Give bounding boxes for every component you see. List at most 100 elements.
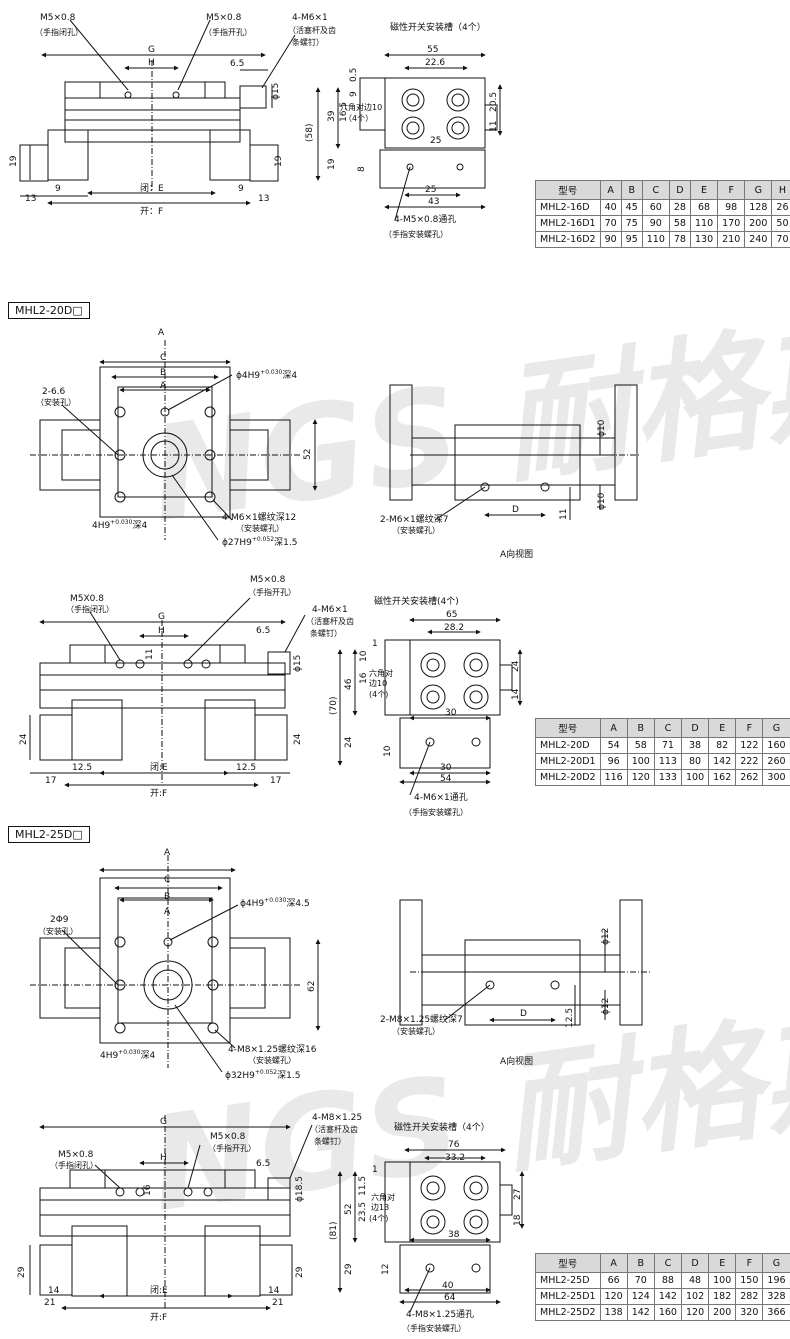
label-hex-count: （4个） [344,114,373,123]
dim-phi18-5: ϕ18.5 [295,1176,305,1202]
dim-29-left: 29 [17,1266,27,1278]
label-mag-slot: 磁性开关安装槽（4个） [394,1121,490,1133]
table-row: MHL2-20D211612013310016226230088 [535,769,790,786]
dim-55: 55 [427,45,438,55]
table-header-cell: H [771,180,790,200]
table-cell: MHL2-16D1 [535,215,601,232]
dim-e: 闭:E [150,761,168,773]
table-header-cell: D [668,180,691,200]
table-cell: 320 [735,1304,764,1321]
labels-16: M5×0.8 （手指闭孔） M5×0.8 （手指开孔） 4-M6×1 （活塞杆及… [9,13,499,239]
table-cell: 138 [599,1304,628,1321]
table-cell: 182 [708,1288,737,1305]
table-header-cell: G [744,180,773,200]
labels-25: A C B A 2Φ9 （安装孔） ϕ4H9+0.030深4.5 62 4-M8… [17,848,611,1333]
label-hex2: 边13 [371,1202,389,1212]
table-header-cell: G [762,1253,790,1273]
table-cell: 96 [599,753,628,770]
dim-25-top: 25 [430,136,441,146]
label-phi27: ϕ27H9+0.052深1.5 [222,536,297,548]
table-row: MHL2-25D2138142160120200320366104 [535,1304,790,1321]
table-cell: 122 [735,737,764,754]
label-phi32: ϕ32H9+0.052深1.5 [225,1069,300,1081]
front-view-25 [29,1115,313,1311]
dim-phi15: ϕ15 [271,83,281,100]
label-m5-open-note: （手指开孔） [208,1143,256,1153]
a-view-title: A向视图 [500,1055,533,1067]
table-cell: 142 [653,1288,682,1305]
dim-g: G [148,45,155,55]
table-cell: 200 [708,1304,737,1321]
dim-f: 开:F [150,788,167,799]
label-m5-close-note: （手指闭孔） [35,27,83,37]
label-hex2: 边10 [369,678,387,688]
label-m8: 4-M8×1.25 [312,1113,362,1123]
dim-14: 14 [511,688,521,700]
table-header-cell: C [641,180,670,200]
table-header-cell: E [708,1253,737,1273]
table-cell: 260 [762,753,790,770]
side-view-20 [337,617,523,796]
label-hole-9: 2Φ9 [50,915,69,925]
table-body: MHL2-20D545871388212216032MHL2-20D196100… [535,737,790,786]
table-header-cell: 型号 [535,718,601,738]
table-header-cell: A [599,180,622,200]
dim-29-side: 29 [344,1263,354,1275]
label-mag-slot: 磁性开关安装槽(4个) [374,595,459,607]
dim-28-2: 28.2 [444,623,464,633]
label-m6-hole-note: （手指安装螺孔） [404,807,468,817]
label-m5-open: M5×0.8 [210,1132,246,1142]
table-cell: 170 [717,215,746,232]
dim-phi10-bottom: ϕ10 [597,492,607,510]
dim-f: 开:F [150,1312,167,1323]
dim-20-5: 20.5 [489,92,499,112]
dim-62: 62 [307,981,317,992]
a-view-20 [389,384,640,521]
dim-54: 54 [440,774,452,784]
table-cell: 200 [744,215,773,232]
table-cell: 124 [626,1288,655,1305]
dim-21-right: 21 [272,1298,283,1308]
label-hole-6-6: 2-6.6 [42,387,66,397]
table-cell: 240 [744,231,773,248]
label-m6-note2: 条螺钉） [292,37,324,47]
table-cell: 222 [735,753,764,770]
label-m8-deep-note: （安装螺孔） [248,1055,296,1065]
dim-52: 52 [303,449,313,460]
dim-1: 1 [372,1165,378,1175]
dim-16-5: 16.5 [339,102,349,122]
table-cell: 90 [641,215,670,232]
dim-40: 40 [442,1281,454,1291]
table-cell: 66 [599,1272,628,1289]
dim-g: G [158,612,165,622]
table-cell: 90 [599,231,622,248]
section-title-mhl2-20d: MHL2-20D□ [8,302,90,319]
dim-a-arrow: A [164,848,171,858]
table-cell: 45 [620,199,643,216]
dim-12-5-side: 12.5 [565,1008,575,1028]
label-mag-slot: 磁性开关安装槽（4个） [390,21,486,33]
dim-38: 38 [448,1230,460,1240]
table-cell: 60 [641,199,670,216]
table-header-cell: G [762,718,790,738]
table-row: MHL2-25D112012414210218228232886 [535,1288,790,1305]
label-m5-close-note: （手指闭孔） [50,1160,98,1170]
table-cell: 58 [626,737,655,754]
dim-e: 闭:E [150,1284,168,1296]
table-header-cell: F [735,1253,764,1273]
table-cell: 78 [668,231,691,248]
label-m6: 4-M6×1 [292,13,328,23]
table-cell: 150 [735,1272,764,1289]
table-cell: 300 [762,769,790,786]
dim-h: H [158,626,165,636]
dim-16: 16 [359,672,369,684]
table-header-cell: D [680,718,710,738]
table-header-cell: A [599,718,628,738]
